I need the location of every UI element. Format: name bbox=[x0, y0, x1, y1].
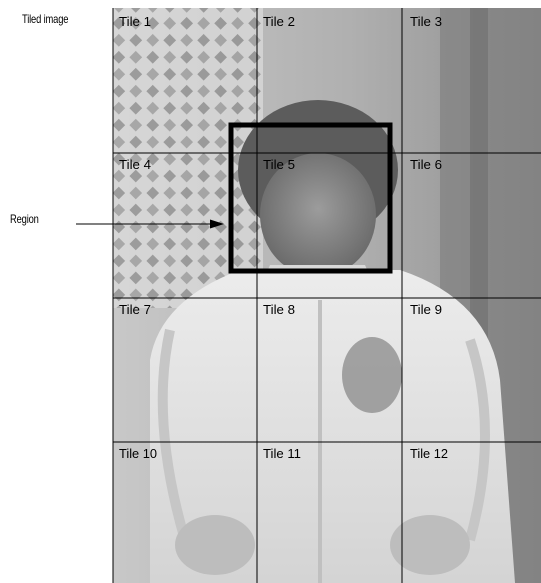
tile-label-7: Tile 7 bbox=[119, 303, 151, 317]
tile-label-6: Tile 6 bbox=[410, 158, 442, 172]
tile-label-11: Tile 11 bbox=[263, 447, 301, 461]
tile-label-4: Tile 4 bbox=[119, 158, 151, 172]
tile-label-8: Tile 8 bbox=[263, 303, 295, 317]
tile-label-2: Tile 2 bbox=[263, 15, 295, 29]
tile-label-12: Tile 12 bbox=[410, 447, 448, 461]
tile-label-10: Tile 10 bbox=[119, 447, 157, 461]
photograph bbox=[113, 8, 541, 583]
tile-label-9: Tile 9 bbox=[410, 303, 442, 317]
tile-label-5: Tile 5 bbox=[263, 158, 295, 172]
tile-label-3: Tile 3 bbox=[410, 15, 442, 29]
tile-label-1: Tile 1 bbox=[119, 15, 151, 29]
